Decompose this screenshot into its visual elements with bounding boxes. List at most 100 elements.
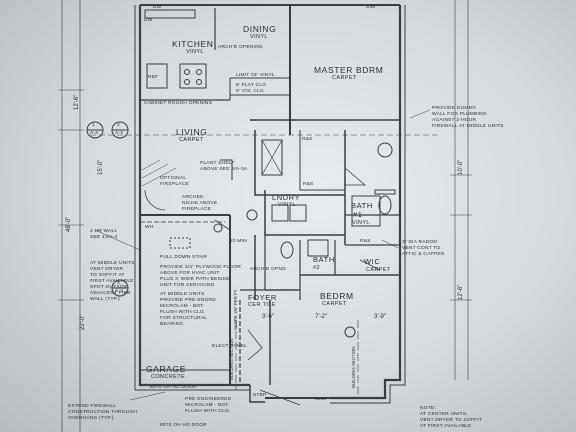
middle-units-note-2: PROVIDE PRE-ENGRD <box>160 298 216 303</box>
room-finish-master-bdrm: CARPET <box>332 75 357 81</box>
dummy-wall-note-1: PROVIDE DUMMY <box>432 106 477 111</box>
toilet-fixture <box>378 195 392 215</box>
tag-5050: 5050 <box>315 397 327 402</box>
room-label-living: LIVING <box>176 127 208 137</box>
arched-niche-note-2: NICHE ABOVE <box>182 201 218 206</box>
plywood-floor-note-3: PLUS 3' WIDE PATH BESIDE <box>160 277 230 282</box>
dummy-wall-note-4: FIREWALL AT MIDDLE UNITS <box>432 124 504 129</box>
room-label-bath-1: BATH <box>351 201 373 210</box>
vent-dryer-note-3: TO SOFFIT AT <box>90 273 125 278</box>
room-label-bedroom: BEDRM <box>320 291 354 301</box>
east-exterior-wall <box>330 5 402 400</box>
room-label-laundry: LNDRY <box>272 193 301 202</box>
wh-label: WH <box>145 225 154 230</box>
microlam-note-2: MICROLAM - BOT. <box>185 403 230 408</box>
elect-panel-label: ELECT PANEL <box>212 344 247 349</box>
room-finish-foyer: CER TILE <box>248 302 276 308</box>
room-label-kitchen: KITCHEN <box>172 39 214 49</box>
section-marker-left-number: 1 <box>92 123 95 128</box>
firewall-extend-note-3: OVERHANG (TYP.) <box>68 416 114 421</box>
dimension-3-6: 3'-6" <box>262 314 274 320</box>
center-units-note-4: AT FIRST AVAILABLE <box>420 424 472 429</box>
tag-step: STEP <box>253 393 267 398</box>
slope-note: SLOPE 1/8" PER FT. <box>233 288 238 330</box>
section-marker-right-sheet: A-4 <box>115 131 124 136</box>
dimension-7-2: 7'-2" <box>315 314 327 320</box>
firewall-extend-note-2: CONSTRUCTION THROUGH <box>68 410 138 415</box>
middle-units-note-6: BEARING <box>160 322 184 327</box>
optional-fireplace-note-2: FIREPLACE <box>160 182 189 187</box>
room-label-master-bdrm: MASTER BDRM <box>314 65 384 75</box>
radon-note-3: ATTIC & CAPPED <box>402 252 445 257</box>
overall-depth-dimension: 48'-0" <box>66 216 72 232</box>
section-marker-right-number: 2 <box>117 123 120 128</box>
tag-rs-3: R&S <box>360 239 371 244</box>
center-units-note-3: VENT DRYER TO SOFFIT <box>420 418 482 423</box>
room-finish-bath-1: VINYL <box>352 220 370 226</box>
room-label-bath-2: BATH <box>313 255 335 264</box>
room-finish-kitchen: VINYL <box>186 49 204 55</box>
dw-label: DW <box>144 18 153 23</box>
vent-dryer-note-7: WALL (TYP.) <box>90 297 121 302</box>
cabinet-note: CABINET ROUGH OPENING <box>144 101 213 106</box>
lavatory-fixture <box>377 142 393 158</box>
arch-opening-note: ARCH'D OPENING <box>218 45 263 50</box>
middle-units-note-5: FOR STRUCTURAL <box>160 316 208 321</box>
room-finish-bath-2: #2 <box>313 265 320 271</box>
vent-dryer-note-4: FIRST AVAILABLE <box>90 279 134 284</box>
bathtub-outline <box>351 195 381 227</box>
room-label-wic: WIC <box>364 257 381 266</box>
plat-clg-note: 8' FLAT CLG <box>236 83 267 88</box>
dimension-upper: 12'-6" <box>74 94 80 110</box>
plywood-floor-note-1: PROVIDE 3/4" PLYWOOD FLOOR <box>160 265 242 270</box>
middle-units-note-1: AT MIDDLE UNITS <box>160 292 205 297</box>
room-label-foyer: FOYER <box>248 293 277 302</box>
tag-rs-1: R&S <box>302 137 313 142</box>
section-marker-garage-sheet: A-4 <box>115 289 124 294</box>
linen-closet <box>261 139 283 176</box>
room-finish-garage: CONCRETE <box>151 374 186 380</box>
section-marker-left-sheet: A-4 <box>90 131 99 136</box>
vol-clg-note: 9' VOL CLG <box>236 89 265 94</box>
room-label-bath-1-number: #1 <box>353 210 363 219</box>
room-label-dining: DINING <box>243 24 277 34</box>
attic-access <box>169 237 191 249</box>
microlam-note-1: PRE ENGINEERED <box>185 397 232 402</box>
room-finish-wic: CARPET <box>366 267 391 273</box>
garage-door-label: 8070 OH HD DOOR <box>150 385 197 390</box>
tag-sim: SIM <box>366 5 376 10</box>
dimension-right-upper: 10'-0" <box>458 159 464 175</box>
washer-outline <box>271 204 289 222</box>
dimension-right-lower: 12'-6" <box>458 284 464 300</box>
vent-dryer-note-5: SPOT OUTSIDE <box>90 285 129 290</box>
room-finish-dining: VINYL <box>250 34 268 40</box>
dimension-garage: 22'-0" <box>80 314 86 330</box>
plywood-floor-note-2: ABOVE FOR HVAC UNIT <box>160 271 220 276</box>
section-marker-garage-number: 3 <box>117 281 120 286</box>
bottom-door-label: 8070 OH HD DOOR <box>160 423 207 428</box>
west-exterior-wall <box>138 5 250 387</box>
dummy-wall-note-2: WALL FOR PLUMBING <box>432 112 487 117</box>
limit-of-vinyl-note: LIMIT OF VINYL <box>236 73 275 78</box>
middle-units-note-4: FLUSH WITH CLG. <box>160 310 206 315</box>
hr-wall-note-1: 2 HR WALL <box>90 229 118 234</box>
tag-dw: DW <box>153 5 162 10</box>
room-finish-living: CARPET <box>179 137 204 143</box>
radon-note-1: 3" DIA RADON <box>402 240 438 245</box>
arched-niche-note-3: FIREPLACE <box>182 207 211 212</box>
center-units-note-1: NOTE: <box>420 406 436 411</box>
optional-fireplace-note-1: OPTIONAL <box>160 176 187 181</box>
room-finish-laundry: VINYL <box>278 202 296 208</box>
refrigerator-label: REF <box>148 75 159 80</box>
plywood-floor-note-4: UNIT FOR SERVICING <box>160 283 215 288</box>
center-units-note-2: AT CENTER UNITS, <box>420 412 468 417</box>
dummy-wall-note-3: AGAINST 2-HOUR <box>432 118 477 123</box>
dimension-3-9: 3'-9" <box>374 314 386 320</box>
vent-dryer-note-2: VENT DRYER <box>90 267 124 272</box>
tag-arch-opng: ARCH'D OPNG <box>250 267 287 272</box>
vent-dryer-note-6: ADJACENT FIRE <box>90 291 131 296</box>
tag-rs-2: R&S <box>303 182 314 187</box>
building-section-label-1: BUILDING SECTION <box>229 338 234 380</box>
